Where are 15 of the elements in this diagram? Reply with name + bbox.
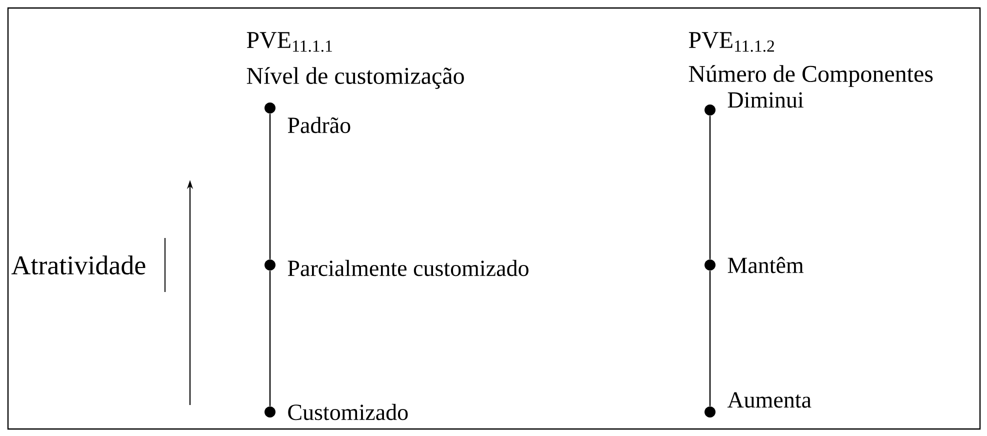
option-label: Parcialmente customizado: [288, 260, 528, 276]
option-label: Diminui: [728, 92, 804, 108]
line: [709, 270, 711, 406]
option-label: Padrão: [288, 116, 350, 134]
line: [709, 116, 711, 260]
option-label: Aumenta: [727, 392, 812, 408]
heading: PVE$_{11.1.1}$: [246, 32, 332, 52]
heading: PVE$_{11.1.2}$: [688, 32, 774, 52]
line: [269, 270, 271, 406]
option-label: Customizado: [288, 404, 408, 420]
heading: Número de Componentes: [688, 65, 933, 87]
heading: Nível de customização: [246, 67, 464, 89]
axis-label: Atratividade: [11, 256, 146, 274]
option-label: Mantêm: [728, 256, 804, 274]
line: [269, 114, 271, 260]
